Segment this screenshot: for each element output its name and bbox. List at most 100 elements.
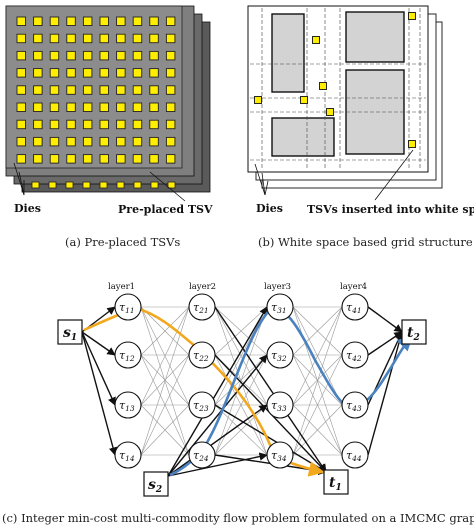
- tau-node-label: τ34: [271, 449, 287, 463]
- tau-subscript: 22: [198, 354, 209, 363]
- tsv-square: [33, 102, 43, 112]
- graph-edge: [214, 404, 268, 456]
- tau-subscript: 33: [277, 404, 287, 413]
- tau-node-circle: [266, 441, 294, 469]
- sink-edge: [214, 404, 327, 473]
- source-edge: [167, 452, 268, 477]
- tsv-square: [99, 68, 109, 78]
- tau-symbol: τ: [271, 449, 278, 462]
- source-edge: [81, 331, 116, 356]
- source-edge: [81, 331, 116, 406]
- tsv-square: [99, 119, 109, 130]
- panel-c: layer1 layer2 layer3 layer4 τ11τ12τ13τ14…: [2, 282, 474, 525]
- tsv-square: [149, 50, 159, 61]
- tau-node: τ33: [266, 391, 294, 419]
- tau-node-circle: [266, 391, 294, 419]
- block: [271, 117, 335, 157]
- tsv-square: [49, 33, 60, 44]
- tsv-square: [33, 50, 43, 61]
- inserted-tsv-label: TSVs inserted into white space: [307, 203, 474, 216]
- sink-node-t1: t1: [323, 469, 349, 495]
- tsv-square: [33, 16, 43, 26]
- tsv-square: [66, 50, 76, 61]
- tsv-square: [116, 119, 126, 130]
- tsv-square: [165, 33, 176, 44]
- dies-label-b: Dies: [256, 202, 283, 215]
- dies-pointer-line: [261, 172, 266, 196]
- tsv-square: [99, 102, 109, 112]
- block: [345, 11, 405, 63]
- tau-node: τ34: [266, 441, 294, 469]
- tau-node-label: τ33: [271, 399, 287, 413]
- tsv-square: [149, 102, 159, 112]
- tsv-square: [82, 102, 93, 112]
- tau-node-circle: [188, 341, 216, 369]
- svg-text:s1: s1: [63, 325, 77, 343]
- tsv-square: [16, 33, 26, 44]
- tau-node-label: τ22: [193, 349, 209, 363]
- s1-symbol: s: [63, 325, 71, 341]
- tsv-square: [82, 119, 93, 130]
- tau-node: τ42: [341, 341, 369, 369]
- tau-node-label: τ42: [346, 349, 362, 363]
- complete-bipartite-edges: [140, 306, 343, 456]
- tsv-square: [165, 16, 176, 26]
- tsv-square: [116, 181, 125, 189]
- tsv-square: [326, 108, 334, 116]
- tau-node-circle: [114, 391, 142, 419]
- tau-subscript: 24: [198, 454, 209, 463]
- tau-subscript: 23: [198, 404, 209, 413]
- block: [271, 13, 305, 93]
- tau-node-circle: [341, 441, 369, 469]
- tsv-square: [319, 82, 327, 90]
- tau-symbol: τ: [119, 449, 126, 462]
- layer-label: layer3: [264, 282, 291, 292]
- tau-symbol: τ: [193, 449, 200, 462]
- svg-text:t1: t1: [329, 475, 342, 493]
- tau-node: τ24: [188, 441, 216, 469]
- tsv-square: [82, 136, 93, 147]
- tsv-square: [66, 154, 76, 164]
- tsv-square: [16, 102, 26, 112]
- graph-edge: [140, 354, 190, 406]
- t2-subscript: 2: [412, 333, 419, 343]
- tsv-square: [66, 85, 76, 95]
- tau-subscript: 32: [277, 354, 287, 363]
- tsv-square: [16, 68, 26, 78]
- tsv-square: [82, 85, 93, 95]
- graph-edge: [292, 354, 343, 456]
- svg-text:s2: s2: [148, 477, 162, 495]
- tsv-square: [99, 85, 109, 95]
- tau-node-label: τ12: [119, 349, 135, 363]
- tsv-square: [66, 33, 76, 44]
- tau-subscript: 42: [351, 354, 362, 363]
- tsv-square: [16, 119, 26, 130]
- tsv-square: [66, 136, 76, 147]
- tsv-square: [116, 85, 126, 95]
- tau-symbol: τ: [193, 349, 200, 362]
- tau-node-circle: [114, 341, 142, 369]
- tsv-square: [99, 181, 108, 189]
- tau-node-label: τ31: [271, 301, 287, 315]
- tsv-square: [82, 50, 93, 61]
- caption-a: (a) Pre-placed TSVs: [65, 235, 180, 249]
- dies-pointer-line: [18, 171, 25, 196]
- tau-symbol: τ: [193, 399, 200, 412]
- tsv-square: [48, 181, 57, 189]
- tsv-square: [49, 50, 60, 61]
- graph-edge: [214, 306, 268, 356]
- tau-node-circle: [114, 293, 142, 321]
- tsv-square: [33, 136, 43, 147]
- tsv-square: [149, 136, 159, 147]
- tsv-square: [133, 181, 142, 189]
- tau-subscript: 41: [351, 306, 362, 315]
- tsv-square: [254, 96, 262, 104]
- tsv-square: [132, 154, 143, 164]
- tau-node-label: τ24: [193, 449, 209, 463]
- tsv-square: [132, 50, 143, 61]
- t2-symbol: t: [407, 325, 414, 341]
- tsv-square: [150, 181, 159, 189]
- source-edge: [167, 306, 268, 477]
- caption-c: (c) Integer min-cost multi-commodity flo…: [2, 511, 474, 525]
- tau-subscript: 13: [125, 404, 135, 413]
